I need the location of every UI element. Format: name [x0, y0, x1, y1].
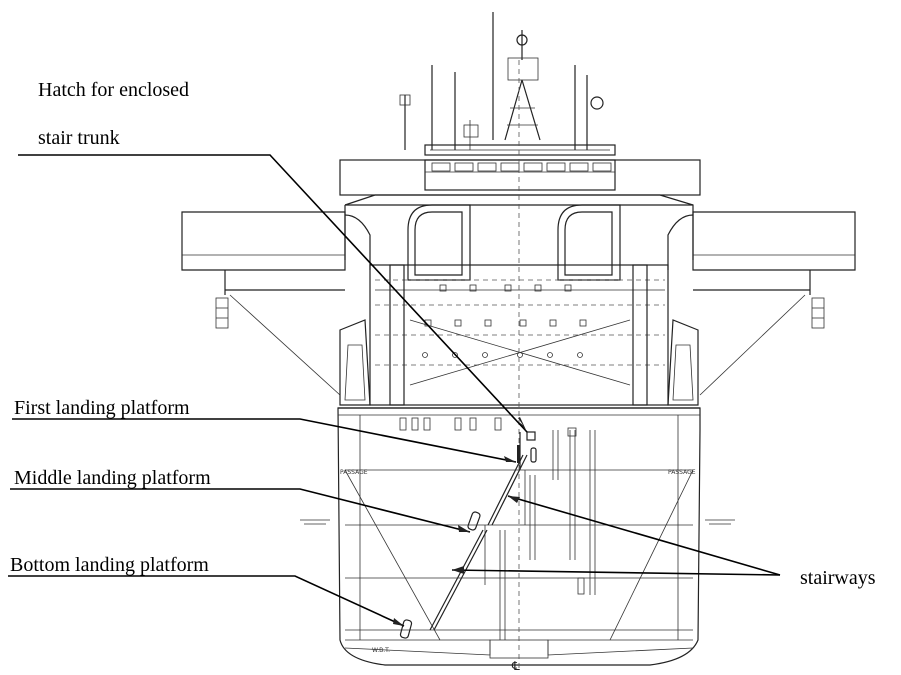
leader-lines: [8, 154, 781, 627]
centerline-symbol: ℄: [511, 659, 520, 673]
mast: [399, 12, 604, 150]
arrow-heads: [393, 417, 527, 626]
first-landing-leader: [12, 418, 517, 463]
stairways-leader-lower: [451, 569, 781, 576]
middle-landing-leader: [10, 488, 471, 533]
middle-platform: [467, 511, 486, 585]
bottom-platform: [399, 619, 413, 639]
side-mark-right: PASSAGE: [668, 469, 696, 476]
wheelhouse: [339, 144, 701, 196]
lower-hull: W.B.T. PASSAGE PASSAGE: [300, 407, 735, 666]
stairways-label: stairways: [800, 567, 876, 589]
stairway-lower: [429, 529, 488, 631]
hatch-label-line1: Hatch for enclosed: [38, 79, 190, 101]
bottom-mark: W.B.T.: [372, 647, 390, 654]
upper-hull: [339, 264, 699, 406]
bottom-landing-leader: [8, 575, 405, 627]
stairways-leader-upper: [507, 495, 781, 576]
side-mark-left: PASSAGE: [340, 469, 368, 476]
stairway-upper: [487, 454, 528, 526]
hatch-leader: [18, 154, 528, 433]
stair-trunk: [517, 432, 537, 470]
first-landing-label: First landing platform: [14, 397, 190, 419]
hatch-label-line2: stair trunk: [38, 127, 120, 149]
bottom-landing-label: Bottom landing platform: [10, 554, 209, 576]
wing-decks: [181, 211, 856, 396]
middle-landing-label: Middle landing platform: [14, 467, 211, 489]
